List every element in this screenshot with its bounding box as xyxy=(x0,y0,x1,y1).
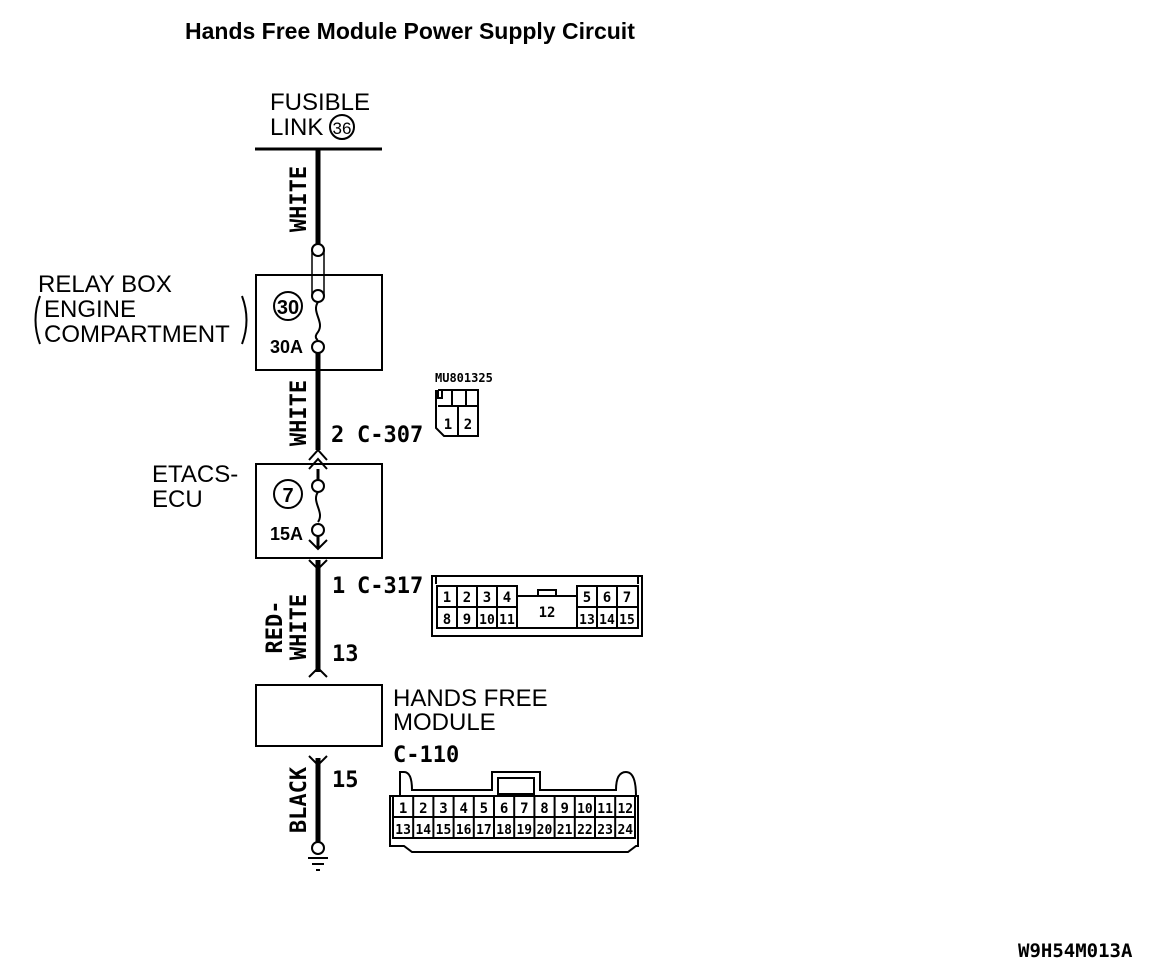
figure-code: W9H54M013A xyxy=(1018,940,1133,962)
relay-box-right-paren xyxy=(241,295,248,345)
c317-face-pin-14: 14 xyxy=(599,613,615,628)
c317-pin-13: 13 xyxy=(332,642,359,667)
fusible-link-label-2: LINK xyxy=(270,114,323,141)
wire-color-black: BLACK xyxy=(287,766,312,833)
hands-free-label-2: MODULE xyxy=(393,709,496,736)
c317-face-pin-5: 5 xyxy=(583,590,591,606)
etacs-fuse-number: 7 xyxy=(282,485,293,507)
c307-name: C-307 xyxy=(357,423,423,448)
relay-box-label-3: COMPARTMENT xyxy=(44,321,230,348)
c317-face-pin-13: 13 xyxy=(579,613,595,628)
c317-connector-face: 1 2 3 4 8 9 10 11 12 5 6 7 13 14 15 xyxy=(431,575,643,637)
c317-face-pin-4: 4 xyxy=(503,590,511,606)
c317-face-pin-9: 9 xyxy=(463,612,471,628)
relay-fuse-number: 30 xyxy=(277,297,299,319)
c110-face-pin-18: 18 xyxy=(496,823,512,838)
c110-face-pin-19: 19 xyxy=(516,823,532,838)
hands-free-label-1: HANDS FREE xyxy=(393,685,548,712)
c110-face-pin-11: 11 xyxy=(597,802,613,817)
diagram-title: Hands Free Module Power Supply Circuit xyxy=(185,18,635,44)
c317-face-pin-3: 3 xyxy=(483,590,491,606)
c307-face-pin-1: 1 xyxy=(444,417,452,433)
etacs-label-2: ECU xyxy=(152,486,203,513)
c110-face-pin-2: 2 xyxy=(419,801,427,817)
c110-face-pin-24: 24 xyxy=(617,823,633,838)
c110-face-pin-15: 15 xyxy=(436,823,452,838)
c307-part-number: MU801325 xyxy=(435,371,493,385)
c317-face-pin-6: 6 xyxy=(603,590,611,606)
c110-face-pin-6: 6 xyxy=(500,801,508,817)
fusible-link-label-1: FUSIBLE xyxy=(270,89,370,116)
hands-free-module-box xyxy=(255,684,383,747)
fusible-link-number-circle xyxy=(329,114,355,140)
c317-face-pin-15: 15 xyxy=(619,613,635,628)
c317-face-pin-10: 10 xyxy=(479,613,495,628)
c317-face-pin-11: 11 xyxy=(499,613,515,628)
etacs-ecu-box xyxy=(255,463,383,559)
c110-face-pin-3: 3 xyxy=(439,801,447,817)
c317-name: C-317 xyxy=(357,574,423,599)
c317-face-pin-2: 2 xyxy=(463,590,471,606)
c307-connector-face: MU801325 1 2 xyxy=(435,371,493,437)
etacs-fuse-rating: 15A xyxy=(270,524,303,544)
c110-face-pin-20: 20 xyxy=(537,823,553,838)
etacs-fuse-symbol xyxy=(308,469,328,551)
c110-face-pin-22: 22 xyxy=(577,823,593,838)
c317-connector-symbol xyxy=(308,559,328,571)
c110-face-pin-4: 4 xyxy=(459,801,467,817)
c110-face-pin-10: 10 xyxy=(577,802,593,817)
relay-box-label-2: ENGINE xyxy=(44,296,136,323)
c317-face-pin-12: 12 xyxy=(539,605,556,621)
c110-face-pin-7: 7 xyxy=(520,801,528,817)
relay-fuse-number-circle xyxy=(273,291,303,321)
c110-face-pin-16: 16 xyxy=(456,823,472,838)
c317-pin: 1 xyxy=(332,574,345,599)
wire-color-white-mid: WHITE xyxy=(287,380,312,446)
relay-box-left-paren xyxy=(34,295,41,345)
c317-face-pin-1: 1 xyxy=(443,590,451,606)
relay-fuse-rating: 30A xyxy=(270,337,303,357)
fusible-link-number: 36 xyxy=(333,119,352,138)
c317-face-pin-7: 7 xyxy=(623,590,631,606)
relay-box-label-1: RELAY BOX xyxy=(38,271,172,298)
c110-face-pin-12: 12 xyxy=(617,802,633,817)
relay-fuse-symbol xyxy=(311,243,325,354)
ground-icon xyxy=(308,841,328,871)
c110-face-pin-9: 9 xyxy=(560,801,568,817)
c110-face-pin-5: 5 xyxy=(480,801,488,817)
wire-color-white-top: WHITE xyxy=(287,166,312,232)
etacs-fuse-number-circle xyxy=(273,479,303,509)
c110-face-pin-13: 13 xyxy=(395,823,411,838)
wire-color-red: RED- xyxy=(263,601,288,654)
c110-name: C-110 xyxy=(393,743,459,768)
c110-face-pin-1: 1 xyxy=(399,801,407,817)
c110-face-pin-17: 17 xyxy=(476,823,492,838)
c110-face-pin-21: 21 xyxy=(557,823,573,838)
c307-pin: 2 xyxy=(331,423,344,448)
c110-face-pin-23: 23 xyxy=(597,823,613,838)
c307-face-pin-2: 2 xyxy=(464,417,472,433)
c307-connector-symbol xyxy=(308,448,328,470)
c317-face-pin-8: 8 xyxy=(443,612,451,628)
c110-ground-pin: 15 xyxy=(332,768,359,793)
c110-face-pin-14: 14 xyxy=(415,823,431,838)
wire-color-white-lower: WHITE xyxy=(287,594,312,660)
etacs-label-1: ETACS- xyxy=(152,461,238,488)
c110-face-pin-8: 8 xyxy=(540,801,548,817)
c317-pin13-symbol xyxy=(308,666,328,678)
